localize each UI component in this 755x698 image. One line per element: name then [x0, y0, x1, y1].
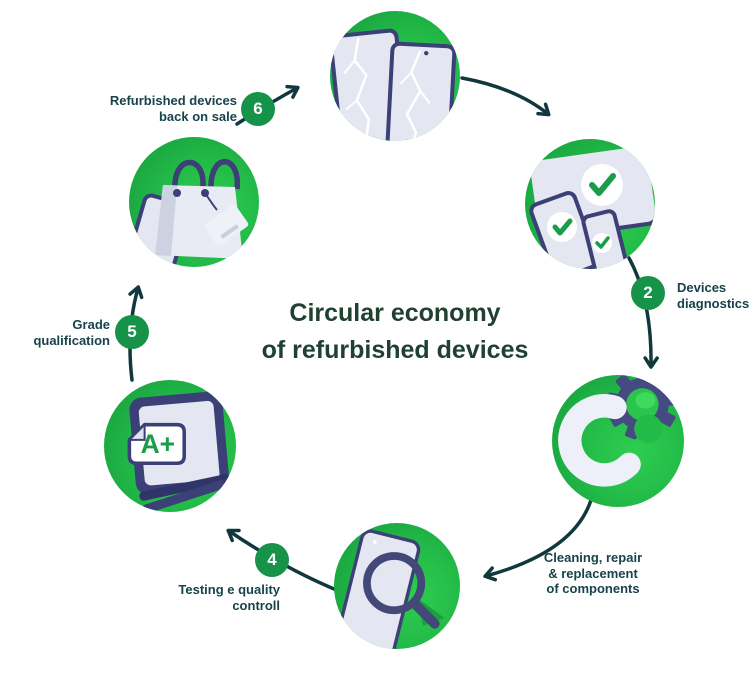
step-circle-testing-quality — [334, 523, 460, 649]
label-grade-qualification: Grade qualification — [33, 317, 110, 348]
title-line-2: of refurbished devices — [261, 336, 529, 364]
step-circle-cleaning-repair — [552, 375, 684, 507]
arrow-step3-to-step4 — [483, 498, 593, 582]
step-number: 4 — [267, 550, 277, 569]
shopping-bag-icon — [129, 159, 249, 267]
grade-card-text: A+ — [141, 429, 175, 459]
step-number: 5 — [127, 322, 137, 341]
label-devices-diagnostics: Devices diagnostics — [677, 280, 750, 311]
step-circle-back-on-sale — [129, 137, 259, 267]
step-number: 6 — [253, 99, 263, 118]
step-badge-5: 5 — [115, 315, 149, 349]
step-number: 2 — [643, 283, 653, 302]
arrow-step2-to-step3 — [627, 256, 659, 369]
step-circle-devices-diagnostics — [525, 139, 655, 269]
grade-card: A+ — [126, 422, 186, 466]
step-badge-4: 4 — [255, 543, 289, 577]
magnifier-phone-icon — [335, 529, 445, 649]
label-back-on-sale: Refurbished devices back on sale — [109, 93, 237, 124]
step-badge-6: 6 — [241, 92, 275, 126]
wrench-icon — [558, 394, 663, 487]
grade-a-plus-icon: A+ — [126, 391, 230, 512]
step-badge-2: 2 — [631, 276, 665, 310]
title-line-1: Circular economy — [289, 299, 501, 327]
step-circle-damaged-devices — [330, 11, 460, 141]
magnifier-icon — [363, 552, 426, 615]
label-testing-quality: Testing e quality controll — [178, 582, 280, 613]
diagram-title: Circular economy of refurbished devices — [230, 295, 560, 369]
cracked-devices-icon — [330, 28, 457, 141]
label-cleaning-repair: Cleaning, repair & replacement of compon… — [543, 550, 643, 596]
arrow-step1-to-step2 — [460, 76, 551, 117]
price-tag-icon — [204, 204, 249, 246]
wrench-gear-icon — [558, 375, 679, 487]
step-circle-grade-qualification: A+ — [104, 380, 236, 512]
checked-devices-icon — [529, 146, 655, 269]
